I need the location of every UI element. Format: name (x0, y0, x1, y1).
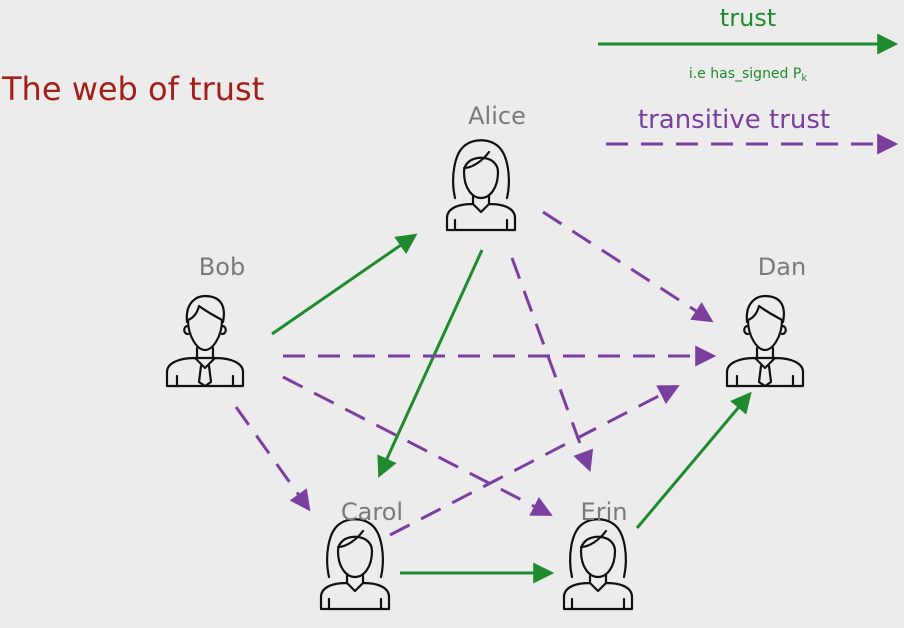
carol-person-female-icon (319, 518, 391, 611)
legend-transitive-label: transitive trust (638, 105, 830, 135)
alice-person-female-icon (445, 139, 517, 232)
transitive-edge-carol-dan (389, 385, 680, 537)
person-label-alice: Alice (468, 102, 526, 130)
person-label-bob: Bob (199, 253, 245, 281)
person-label-carol: Carol (341, 498, 403, 526)
legend-trust-sublabel: i.e has_signed Pk (689, 66, 808, 84)
person-female-outline (319, 518, 391, 611)
transitive-edge-alice-dan (542, 210, 714, 323)
transitive-edge-alice-erin (510, 257, 594, 472)
legend: trust i.e has_signed Pk transitive trust (598, 4, 899, 155)
bob-person-male-icon (165, 294, 245, 388)
transitive-edge-bob-erin (282, 375, 553, 516)
legend-trust-label: trust (720, 4, 776, 32)
person-female-outline (562, 518, 634, 611)
person-label-dan: Dan (758, 253, 806, 281)
page-title: The web of trust (1, 70, 264, 108)
trust-edge-alice-carol (377, 249, 484, 478)
trust-edge-bob-alice (271, 233, 418, 336)
person-female-outline (445, 139, 517, 232)
dan-person-male-icon (725, 294, 805, 388)
person-male-outline (725, 294, 805, 388)
edges-layer (234, 210, 752, 584)
person-male-outline (165, 294, 245, 388)
erin-person-female-icon (562, 518, 634, 611)
transitive-edge-bob-carol (234, 406, 311, 512)
person-label-erin: Erin (581, 498, 628, 526)
trust-edge-erin-dan (635, 391, 752, 529)
